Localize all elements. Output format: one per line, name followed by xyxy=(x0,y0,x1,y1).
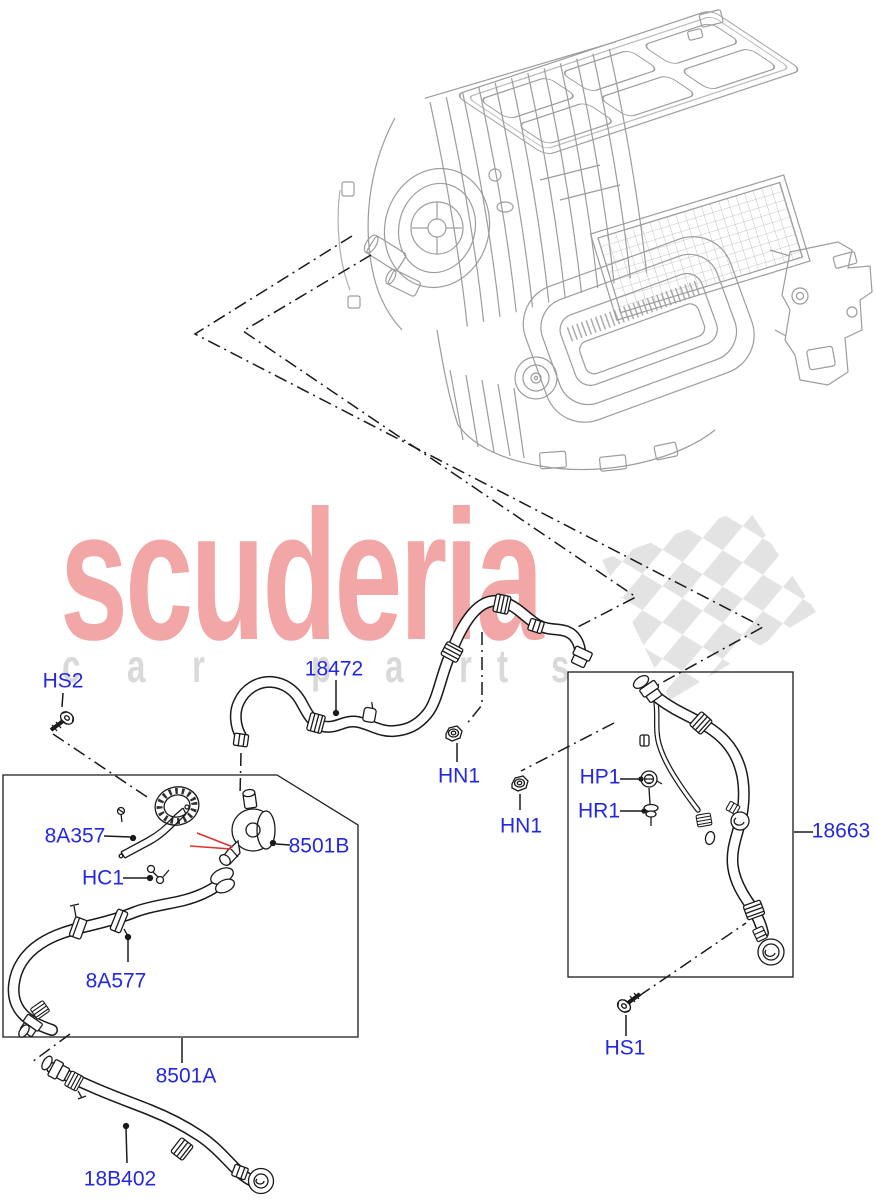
hvac-unit-art xyxy=(337,9,873,472)
part-label-8501A[interactable]: 8501A xyxy=(155,1064,217,1088)
heater-core-art xyxy=(589,174,811,321)
pump-8501B-art xyxy=(219,788,277,866)
watermark-letter: s xyxy=(551,640,570,692)
part-label-8501B[interactable]: 8501B xyxy=(288,834,350,858)
part-label-18472[interactable]: 18472 xyxy=(304,657,364,681)
watermark-letter: a xyxy=(127,640,146,692)
watermark-letter: t xyxy=(497,640,509,692)
part-label-HN1[interactable]: HN1 xyxy=(499,814,543,838)
part-label-HS2[interactable]: HS2 xyxy=(42,669,84,693)
ring-clamp-art xyxy=(154,786,200,826)
watermark-letter: r xyxy=(459,640,472,692)
group-box-18663 xyxy=(567,671,794,978)
checkered-flag xyxy=(602,508,816,700)
parts-art xyxy=(7,592,813,1195)
duct-frame-art xyxy=(522,236,755,423)
bracket-8A357-art xyxy=(116,804,190,859)
part-label-HC1[interactable]: HC1 xyxy=(81,866,125,890)
clip-HC1-art xyxy=(146,864,170,885)
part-label-8A357[interactable]: 8A357 xyxy=(44,824,106,848)
clamp-8A577-art xyxy=(109,908,129,934)
hose-18663-art xyxy=(632,674,785,966)
watermark-letter: p xyxy=(311,640,332,692)
hose-18B402-art xyxy=(41,1055,275,1195)
blower-art xyxy=(363,167,491,297)
part-label-HP1[interactable]: HP1 xyxy=(579,765,621,789)
red-pointer-arrows xyxy=(189,832,234,850)
watermark-letter: r xyxy=(192,640,205,692)
part-label-18B402[interactable]: 18B402 xyxy=(83,1167,157,1191)
hose-8501A-art xyxy=(7,867,236,1039)
watermark-letter: a xyxy=(385,640,404,692)
watermark-letter: c xyxy=(62,640,81,692)
grommet-HR1-art xyxy=(643,803,659,826)
part-label-HR1[interactable]: HR1 xyxy=(577,799,621,823)
group-box-8501A xyxy=(2,774,359,1038)
part-label-HN1[interactable]: HN1 xyxy=(437,764,481,788)
part-label-8A577[interactable]: 8A577 xyxy=(85,969,147,993)
bracket-cluster-art xyxy=(769,241,873,386)
bolt-HP1-art xyxy=(640,770,663,805)
part-label-18663[interactable]: 18663 xyxy=(811,819,871,843)
leader-lines xyxy=(61,680,813,1164)
part-label-HS1[interactable]: HS1 xyxy=(604,1036,646,1060)
hose-18472-art xyxy=(229,592,594,797)
